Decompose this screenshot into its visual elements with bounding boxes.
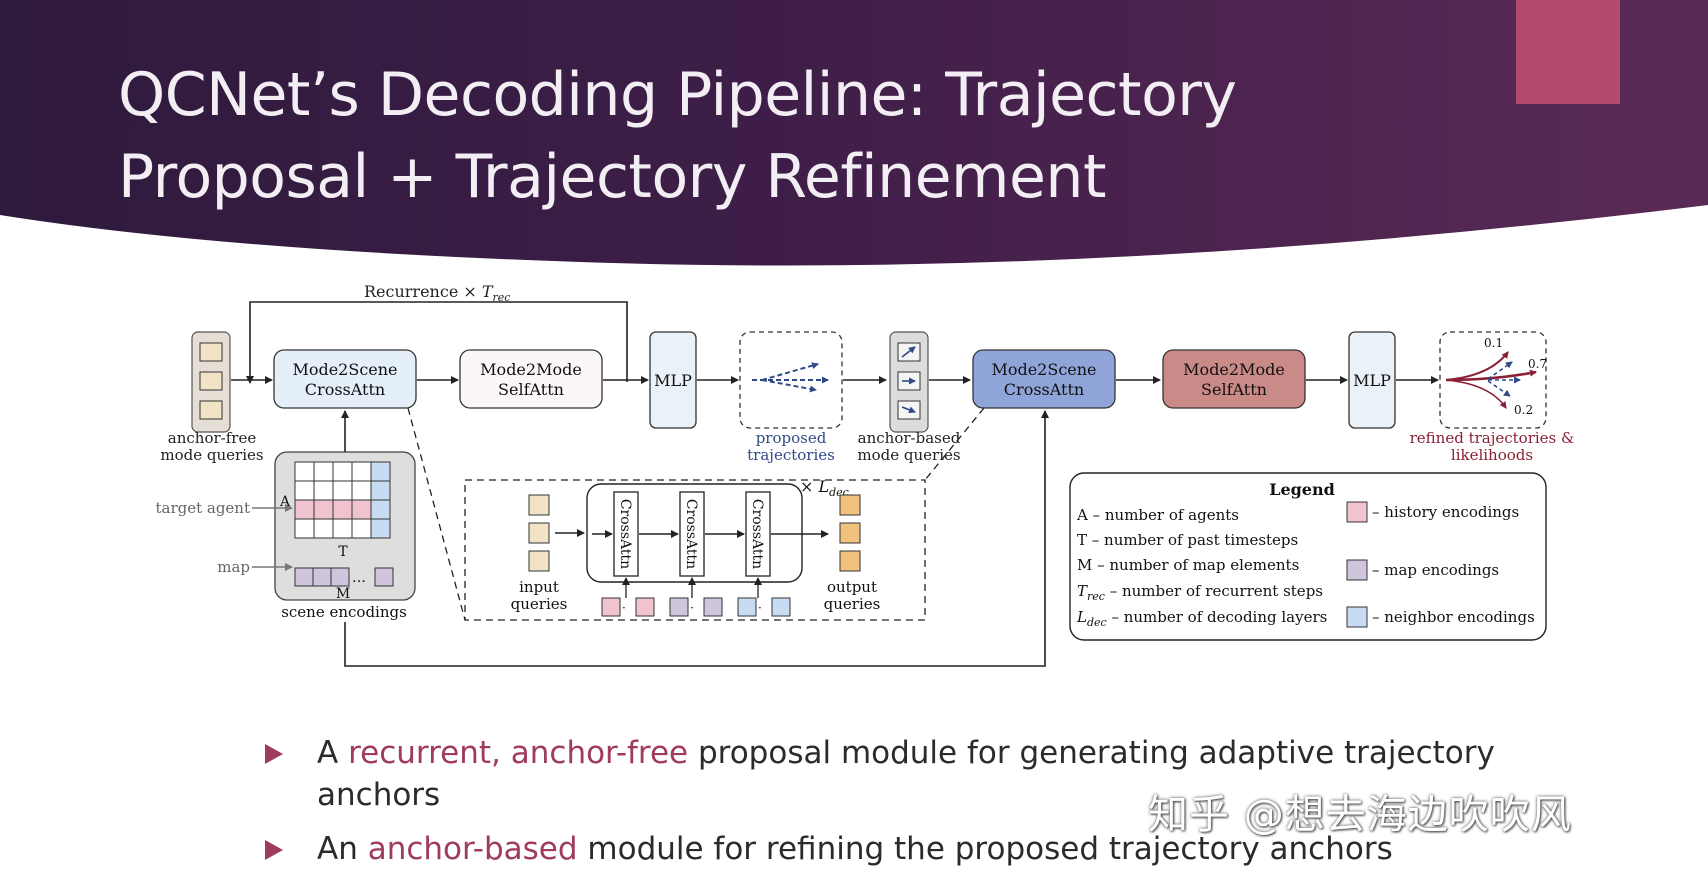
crossattn-1: CrossAttn	[617, 499, 633, 569]
proposed-trajectories: proposed trajectories	[739, 331, 843, 464]
crossattn-2: CrossAttn	[683, 499, 699, 569]
scene-encodings-label: scene encodings	[281, 603, 407, 621]
m2m1-line1: Mode2Mode	[480, 360, 582, 379]
m2m1-line2: SelfAttn	[498, 380, 564, 399]
svg-text:…: …	[352, 570, 366, 586]
title-line-2: Proposal + Trajectory Refinement	[118, 142, 1106, 212]
bullet-2-rest: module for refining the proposed traject…	[577, 831, 1393, 867]
scene-M-label: M	[336, 586, 350, 602]
svg-text:·: ·	[690, 601, 694, 615]
recurrence-label: Recurrence × Trec	[364, 282, 510, 304]
bullet-item-2: An anchor-based module for refining the …	[265, 828, 1565, 870]
map-input-label: map	[217, 558, 250, 576]
anchor-based-mode-queries: anchor-based mode queries	[857, 331, 961, 464]
m2s2-line1: Mode2Scene	[991, 360, 1096, 379]
input-queries-label-1: input	[519, 578, 559, 596]
bullet-1-rest: proposal module for generating adaptive …	[317, 735, 1495, 813]
mlp-1-label: MLP	[654, 371, 692, 390]
anchor-based-label-1: anchor-based	[858, 429, 961, 447]
recurrence-loop: Recurrence × Trec	[246, 282, 628, 384]
m2s1-line2: CrossAttn	[305, 380, 385, 399]
prob-0-2: 0.2	[1514, 403, 1533, 417]
legend-title: Legend	[1269, 480, 1335, 499]
scene-grid	[294, 461, 391, 539]
corner-accent-square	[1516, 0, 1620, 104]
svg-text:·: ·	[758, 601, 762, 615]
bullet-1-comma: ,	[491, 735, 511, 771]
bullet-1-highlight-recurrent: recurrent	[348, 735, 492, 771]
legend-timesteps: T – number of past timesteps	[1077, 531, 1298, 549]
proposed-label-2: trajectories	[747, 446, 835, 464]
prob-0-7: 0.7	[1528, 357, 1547, 371]
anchor-free-mode-queries: anchor-free mode queries	[160, 331, 264, 464]
output-queries-label-2: queries	[824, 595, 881, 613]
svg-text:·: ·	[622, 601, 626, 615]
legend-decoding-layers: Ldec – number of decoding layers	[1076, 608, 1327, 629]
refined-trajectories: 0.1 0.7 0.2 refined trajectories & likel…	[1410, 331, 1575, 464]
mode2scene-crossattn-1: Mode2Scene CrossAttn	[273, 349, 417, 409]
target-agent-label: target agent	[155, 499, 250, 517]
input-queries-label-2: queries	[511, 595, 568, 613]
bullet-arrow-icon	[265, 744, 283, 764]
header-band	[0, 0, 1708, 266]
legend-map-elements: M – number of map elements	[1077, 556, 1299, 574]
m2m2-line1: Mode2Mode	[1183, 360, 1285, 379]
anchor-free-label: anchor-free	[168, 429, 257, 447]
mlp-2: MLP	[1348, 331, 1396, 429]
bullet-arrow-icon	[265, 840, 283, 860]
qcnet-decoder-diagram: Recurrence × Trec anchor-free mode queri…	[155, 282, 1575, 667]
scene-T-label: T	[338, 544, 348, 560]
legend-agents: A – number of agents	[1076, 506, 1239, 524]
bullet-1-text: A	[317, 735, 349, 771]
bullet-item-1: A recurrent, anchor-free proposal module…	[265, 732, 1565, 816]
crossattn-3: CrossAttn	[749, 499, 765, 569]
output-queries-label-1: output	[827, 578, 877, 596]
proposed-label-1: proposed	[756, 429, 827, 447]
mlp-1: MLP	[649, 331, 697, 429]
legend-map-encodings: – map encodings	[1372, 561, 1499, 579]
watermark: 知乎 @想去海边吹吹风	[1148, 792, 1572, 838]
bullet-list: A recurrent, anchor-free proposal module…	[265, 732, 1565, 870]
decoder-layer-detail: input queries × Ldec CrossAttn CrossAttn…	[407, 407, 985, 621]
anchor-based-label-2: mode queries	[857, 446, 960, 464]
prob-0-1: 0.1	[1484, 336, 1503, 350]
mode2mode-selfattn-1: Mode2Mode SelfAttn	[459, 349, 603, 409]
refined-label-1: refined trajectories &	[1410, 429, 1575, 447]
legend: Legend A – number of agents T – number o…	[1069, 472, 1547, 641]
bullet-2-highlight-anchor-based: anchor-based	[367, 831, 578, 867]
bullet-1-highlight-anchor-free: anchor-free	[510, 735, 689, 771]
bullet-2-text: An	[317, 831, 368, 867]
m2s2-line2: CrossAttn	[1004, 380, 1084, 399]
legend-recurrent-steps: Trec – number of recurrent steps	[1077, 582, 1323, 603]
title-line-1: QCNet’s Decoding Pipeline: Trajectory	[118, 60, 1237, 130]
scene-encodings: A T … M scene encodings	[274, 451, 416, 621]
mode2mode-selfattn-2: Mode2Mode SelfAttn	[1162, 349, 1306, 409]
m2s1-line1: Mode2Scene	[292, 360, 397, 379]
anchor-free-label-2: mode queries	[160, 446, 263, 464]
mode2scene-crossattn-2: Mode2Scene CrossAttn	[972, 349, 1116, 409]
mlp-2-label: MLP	[1353, 371, 1391, 390]
m2m2-line2: SelfAttn	[1201, 380, 1267, 399]
legend-neighbor: – neighbor encodings	[1372, 608, 1535, 626]
legend-history: – history encodings	[1372, 503, 1519, 521]
refined-label-2: likelihoods	[1451, 446, 1533, 464]
